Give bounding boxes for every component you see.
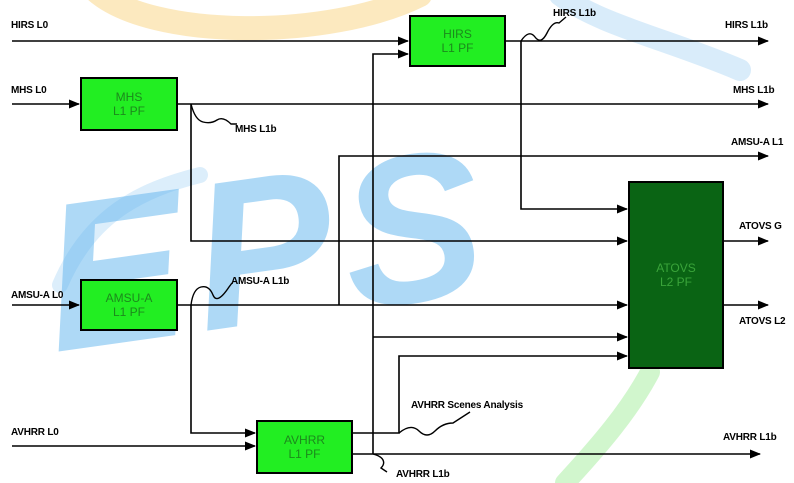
avhrr-l0-label: AVHRR L0	[11, 427, 59, 439]
watermark-text: EPS	[29, 101, 508, 396]
hirs-box-line1: HIRS	[443, 27, 472, 41]
atovs-l2-pf-box: ATOVS L2 PF	[628, 181, 724, 369]
mhs-l1b-callout: MHS L1b	[235, 124, 276, 136]
amsu-box-line1: AMSU-A	[106, 291, 153, 305]
avhrr-box-line2: L1 PF	[288, 447, 320, 461]
amsu-a-l1-output-label: AMSU-A L1	[731, 137, 783, 149]
hirs-l1b-callout-squiggle	[521, 17, 566, 41]
hirs-box-line2: L1 PF	[441, 41, 473, 55]
atovs-l2-output-label: ATOVS L2	[739, 316, 785, 328]
mhs-box-line1: MHS	[116, 90, 143, 104]
atovs-box-line1: ATOVS	[656, 261, 696, 275]
avhrr-scenes-analysis-callout: AVHRR Scenes Analysis	[411, 400, 523, 412]
mhs-l1b-callout-squiggle	[191, 104, 237, 124]
mhs-l0-label: MHS L0	[11, 85, 46, 97]
avhrr-l1b-callout-squiggle	[373, 454, 387, 472]
avhrr-sa-callout-squiggle	[399, 412, 470, 435]
hirs-l1b-output-label: HIRS L1b	[725, 20, 768, 32]
hirs-l1-pf-box: HIRS L1 PF	[409, 15, 506, 67]
amsu-a-l0-label: AMSU-A L0	[11, 290, 63, 302]
avhrr-scenes-analysis-line	[353, 356, 627, 433]
amsu-a-l1b-callout: AMSU-A L1b	[231, 276, 289, 288]
amsu-box-line2: L1 PF	[113, 305, 145, 319]
avhrr-l1-pf-box: AVHRR L1 PF	[256, 420, 353, 474]
atovs-box-line2: L2 PF	[660, 275, 692, 289]
amsu-a-l1-pf-box: AMSU-A L1 PF	[80, 279, 178, 331]
hirs-to-atovs-line	[521, 41, 627, 209]
hirs-l1b-callout: HIRS L1b	[553, 8, 596, 20]
avhrr-box-line1: AVHRR	[284, 433, 325, 447]
mhs-l1b-output-label: MHS L1b	[733, 85, 774, 97]
mhs-box-line2: L1 PF	[113, 104, 145, 118]
avhrr-l1b-output-label: AVHRR L1b	[723, 432, 777, 444]
atovs-g-output-label: ATOVS G	[739, 221, 782, 233]
mhs-l1-pf-box: MHS L1 PF	[80, 77, 178, 131]
avhrr-l1b-callout: AVHRR L1b	[396, 469, 450, 481]
hirs-l0-label: HIRS L0	[11, 20, 48, 32]
